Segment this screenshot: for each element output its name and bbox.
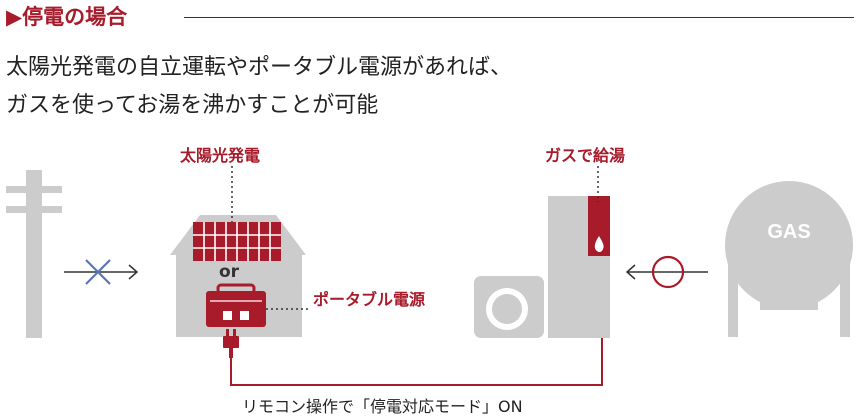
gas-supply-arrow: [625, 255, 708, 289]
gas-tank-icon: GAS: [725, 181, 853, 337]
plug-icon: [223, 329, 239, 358]
gas-heating-label: ガスで給湯: [545, 146, 626, 165]
lead-line-1: 太陽光発電の自立運転やポータブル電源があれば、: [6, 55, 513, 80]
portable-power-icon: [206, 283, 266, 327]
remote-control-label: リモコン操作で「停電対応モード」ON: [242, 397, 523, 416]
lead-line-2: ガスを使ってお湯を沸かすことが可能: [6, 93, 379, 118]
portable-power-label: ポータブル電源: [313, 290, 426, 309]
section-header: ▶停電の場合: [6, 2, 856, 32]
utility-pole-icon: [6, 170, 62, 338]
blocked-cross-icon: [85, 259, 111, 285]
water-heater-icon: [548, 196, 610, 338]
gas-tank-label: GAS: [767, 221, 810, 243]
solar-power-label: 太陽光発電: [180, 146, 261, 165]
flame-icon: [594, 236, 604, 253]
or-label: or: [219, 262, 240, 282]
section-title: ▶停電の場合: [6, 5, 128, 29]
power-cut-arrow: [64, 259, 139, 285]
header-rule: [184, 17, 854, 18]
outdoor-unit-icon: [474, 276, 544, 338]
available-circle-icon: [651, 255, 685, 289]
solar-panel-icon: [193, 222, 281, 261]
